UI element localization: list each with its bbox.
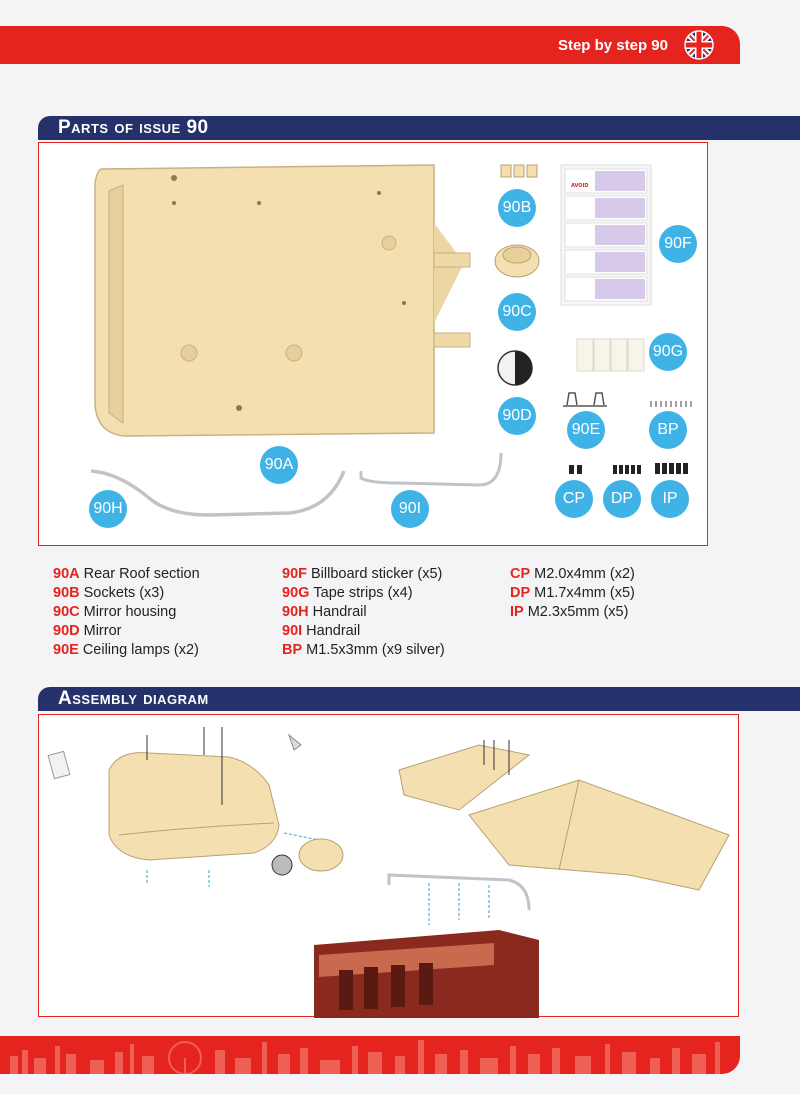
london-skyline-decoration [10,1040,720,1074]
handrail-part-90i [359,452,503,487]
legend-part-description: Mirror [83,623,122,639]
legend-part-description: Billboard sticker (x5) [311,566,443,582]
legend-part-description: Sockets (x3) [83,585,165,601]
legend-part-code: 90I [282,623,303,639]
ceiling-lamps-part-90e [563,392,607,407]
assembly-section-title: Assembly diagram [58,688,209,709]
badge-90b: 90B [498,189,536,227]
parts-panel: 90A 90B 90C 90D 90E 90F 90G 90H 90I BP C… [38,142,708,546]
legend-part-code: 90D [53,623,80,639]
badge-90i: 90I [391,490,429,528]
badge-90h: 90H [89,490,127,528]
legend-part-description: M1.7x4mm (x5) [534,585,635,601]
billboard-stickers-part-90f [560,164,652,306]
badge-90e: 90E [567,411,605,449]
screws-bp [650,401,692,407]
legend-part-code: CP [510,566,531,582]
legend-part-description: Handrail [312,604,367,620]
parts-illustration [90,164,692,517]
parts-section-title: Parts of issue 90 [58,117,209,138]
legend-part-description: M1.5x3mm (x9 silver) [306,642,445,658]
legend-part-code: 90C [53,604,80,620]
footer-bar [0,1036,740,1074]
badge-90a: 90A [260,446,298,484]
badge-bp: BP [649,411,687,449]
union-jack-flag-icon [684,30,714,60]
roof-assembly-left [47,727,344,887]
legend-part-code: IP [510,604,524,620]
tape-strips-part-90g [576,338,645,372]
badge-90f: 90F [659,225,697,263]
badge-90g: 90G [649,333,687,371]
roof-assembly-right [398,740,730,891]
legend-part-code: 90A [53,566,80,582]
handrail-part-90h [90,469,346,517]
screws-dp [613,465,641,474]
legend-part-description: Mirror housing [83,604,177,620]
parts-section-header: Parts of issue 90 [38,116,800,140]
screws-cp [569,465,582,474]
legend-part-description: M2.3x5mm (x5) [527,604,629,620]
header-bar: Step by step 90 [0,26,740,64]
badge-90c: 90C [498,293,536,331]
screws-ip [655,463,688,474]
badge-ip: IP [651,480,689,518]
assembly-illustration [47,727,730,1018]
legend-part-description: Handrail [306,623,361,639]
legend-part-code: 90E [53,642,79,658]
sockets-part-90b [500,164,538,178]
legend-part-code: 90G [282,585,310,601]
legend-part-code: 90B [53,585,80,601]
assembly-panel [38,714,739,1018]
badge-dp: DP [603,480,641,518]
badge-cp: CP [555,480,593,518]
page-title: Step by step 90 [557,37,668,54]
rear-roof-part-90a [94,164,471,437]
legend-part-description: Rear Roof section [83,566,200,582]
badge-90d: 90D [498,397,536,435]
mirror-part-90d [497,350,533,386]
legend-part-description: Ceiling lamps (x2) [82,642,199,658]
legend-part-code: 90F [282,566,307,582]
legend-part-description: M2.0x4mm (x2) [534,566,635,582]
legend-part-code: BP [282,642,303,658]
legend-part-description: Tape strips (x4) [313,585,413,601]
bus-body-assembly [314,873,539,1018]
assembly-section-header: Assembly diagram [38,687,800,711]
legend-part-code: 90H [282,604,309,620]
sticker-label: AVOID [571,183,589,189]
mirror-housing-part-90c [494,244,540,278]
legend-part-code: DP [510,585,531,601]
